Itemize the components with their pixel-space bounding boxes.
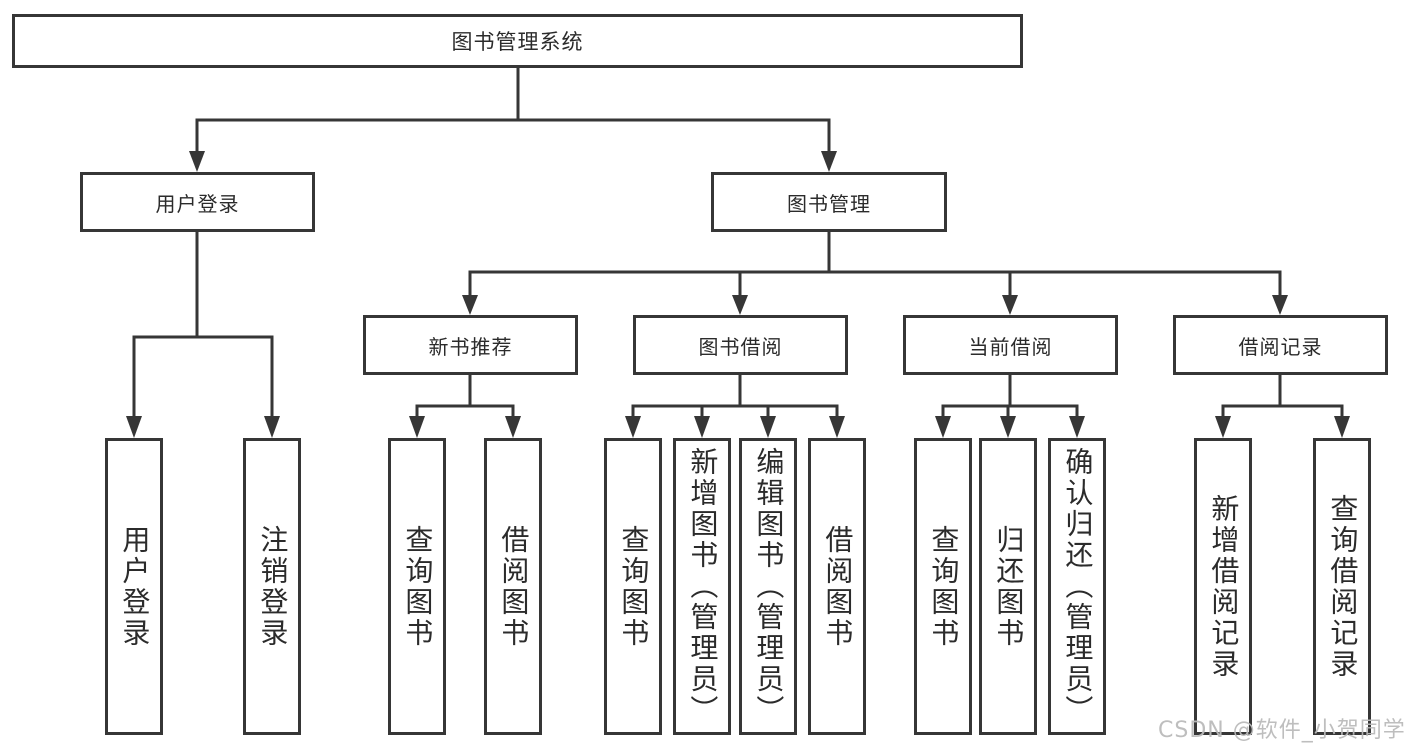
arrowhead-icon xyxy=(1002,295,1018,315)
node-borrow-records-label: 借阅记录 xyxy=(1238,334,1323,359)
node-leaf-newbook-query-label: 查询图书 xyxy=(401,524,435,649)
node-book-borrow: 图书借阅 xyxy=(633,315,848,375)
arrowhead-icon xyxy=(505,416,521,438)
arrowhead-icon xyxy=(189,151,205,172)
node-leaf-borrow-borrow-label: 借阅图书 xyxy=(821,524,855,649)
node-user-login: 用户登录 xyxy=(80,172,315,232)
node-leaf-newbook-borrow-label: 借阅图书 xyxy=(497,524,531,649)
node-leaf-records-query: 查询借阅记录 xyxy=(1313,438,1371,735)
node-book-mgmt-label: 图书管理 xyxy=(787,191,871,216)
node-root: 图书管理系统 xyxy=(12,14,1023,68)
connector-book-borrow-to-leaves xyxy=(625,373,845,438)
node-leaf-borrow-edit-label: 编辑图书（管理员） xyxy=(752,447,786,726)
arrowhead-icon xyxy=(1215,416,1231,438)
node-leaf-newbook-borrow: 借阅图书 xyxy=(484,438,542,735)
node-new-book-label: 新书推荐 xyxy=(428,334,513,359)
arrowhead-icon xyxy=(462,295,478,315)
connector-user-login-to-leaves xyxy=(126,232,280,438)
node-leaf-current-query: 查询图书 xyxy=(914,438,972,735)
node-leaf-user-login: 用户登录 xyxy=(105,438,163,735)
node-leaf-newbook-query: 查询图书 xyxy=(388,438,446,735)
node-leaf-borrow-query: 查询图书 xyxy=(604,438,662,735)
connector-root-to-level2 xyxy=(189,68,837,172)
node-current-borrow: 当前借阅 xyxy=(903,315,1118,375)
arrowhead-icon xyxy=(1000,416,1016,438)
node-book-mgmt: 图书管理 xyxy=(711,172,947,232)
node-leaf-current-query-label: 查询图书 xyxy=(927,524,961,649)
node-current-borrow-label: 当前借阅 xyxy=(968,334,1053,359)
node-leaf-current-return: 归还图书 xyxy=(979,438,1037,735)
arrowhead-icon xyxy=(821,151,837,172)
node-new-book: 新书推荐 xyxy=(363,315,578,375)
arrowhead-icon xyxy=(829,416,845,438)
arrowhead-icon xyxy=(1272,295,1288,315)
node-leaf-logout-label: 注销登录 xyxy=(256,524,290,649)
node-leaf-borrow-edit: 编辑图书（管理员） xyxy=(739,438,797,735)
arrowhead-icon xyxy=(935,416,951,438)
node-leaf-records-query-label: 查询借阅记录 xyxy=(1326,493,1360,680)
node-leaf-current-return-label: 归还图书 xyxy=(992,524,1026,649)
arrowhead-icon xyxy=(264,416,280,438)
arrowhead-icon xyxy=(1069,416,1085,438)
node-leaf-records-add-label: 新增借阅记录 xyxy=(1207,493,1241,680)
arrowhead-icon xyxy=(694,416,710,438)
node-borrow-records: 借阅记录 xyxy=(1173,315,1388,375)
node-leaf-borrow-add: 新增图书（管理员） xyxy=(673,438,731,735)
node-leaf-borrow-query-label: 查询图书 xyxy=(617,524,651,649)
node-leaf-borrow-add-label: 新增图书（管理员） xyxy=(686,447,720,726)
node-leaf-borrow-borrow: 借阅图书 xyxy=(808,438,866,735)
arrowhead-icon xyxy=(760,416,776,438)
node-leaf-current-confirm: 确认归还（管理员） xyxy=(1048,438,1106,735)
node-user-login-label: 用户登录 xyxy=(155,191,240,216)
connector-book-mgmt-to-level3 xyxy=(462,232,1288,315)
node-leaf-current-confirm-label: 确认归还（管理员） xyxy=(1061,447,1095,726)
arrowhead-icon xyxy=(1334,416,1350,438)
arrowhead-icon xyxy=(625,416,641,438)
connector-new-book-to-leaves xyxy=(409,373,521,438)
node-leaf-logout: 注销登录 xyxy=(243,438,301,735)
csdn-watermark: CSDN @软件_小贺同学 xyxy=(1158,718,1405,743)
arrowhead-icon xyxy=(732,295,748,315)
node-book-borrow-label: 图书借阅 xyxy=(698,334,783,359)
arrowhead-icon xyxy=(126,416,142,438)
connector-current-borrow-to-leaves xyxy=(935,373,1085,438)
connector-borrow-records-to-leaves xyxy=(1215,373,1350,438)
arrowhead-icon xyxy=(409,416,425,438)
node-root-label: 图书管理系统 xyxy=(451,30,584,54)
node-leaf-user-login-label: 用户登录 xyxy=(118,524,152,649)
node-leaf-records-add: 新增借阅记录 xyxy=(1194,438,1252,735)
